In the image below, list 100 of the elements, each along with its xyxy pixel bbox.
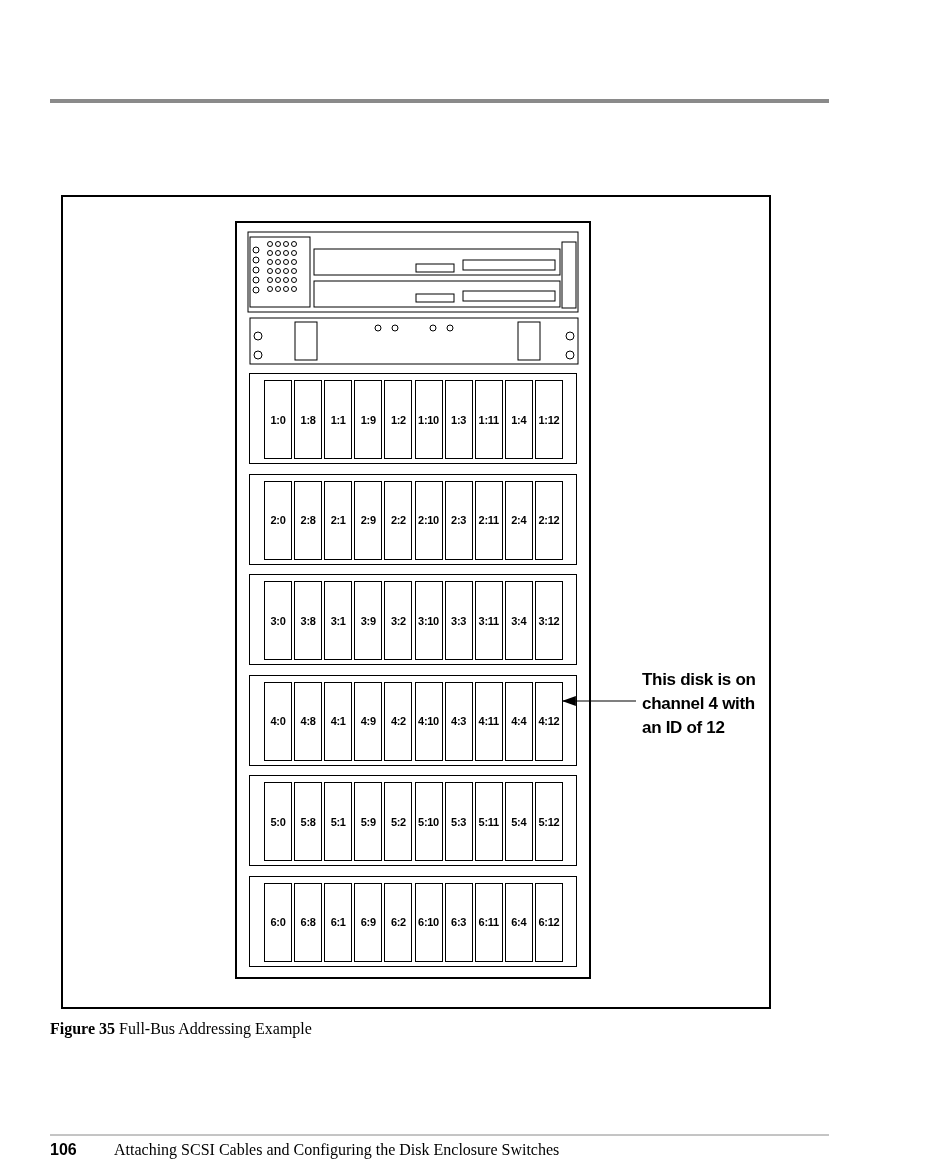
slot-id: 5:10: [418, 815, 439, 828]
disk-slot: [354, 581, 383, 660]
disk-slot: [414, 480, 443, 560]
disk-slot: [414, 681, 443, 761]
slot-id: 6:4: [511, 916, 527, 928]
slot-id: 5:0: [270, 815, 286, 828]
slot-id: 5:4: [511, 815, 527, 828]
disk-slot: [444, 480, 473, 560]
disk-slot: [504, 480, 533, 560]
disk-slot: [474, 581, 503, 660]
disk-slot: [534, 782, 563, 861]
disk-slot: [264, 681, 292, 761]
disk-slot: [444, 681, 473, 761]
disk-slot: [444, 882, 473, 962]
disk-slot: [414, 782, 443, 861]
disk-slot: [264, 581, 292, 660]
disk-slot: [384, 380, 413, 459]
disk-slot: [384, 480, 413, 560]
disk-slot: [354, 882, 383, 962]
figure-caption: Figure 35 Full-Bus Addressing Example: [50, 1020, 312, 1038]
slot-id: 5:12: [538, 815, 560, 828]
slot-id: 6:3: [451, 916, 467, 928]
slot-id: 2:12: [538, 514, 560, 526]
disk-slot: [474, 782, 503, 861]
disk-slot: [294, 782, 323, 861]
slot-id: 3:11: [478, 614, 499, 627]
slot-id: 4:12: [538, 715, 560, 727]
slot-id: 6:12: [538, 916, 560, 928]
slot-id: 1:1: [330, 413, 346, 426]
slot-id: 5:2: [390, 815, 406, 828]
disk-slot: [384, 882, 413, 962]
disk-slot: [294, 480, 323, 560]
disk-slot: [414, 380, 443, 459]
page-number: 106: [50, 1141, 77, 1159]
slot-id: 2:2: [390, 514, 406, 526]
disk-slot: [444, 380, 473, 459]
disk-slot: [504, 782, 533, 861]
disk-slot: [324, 380, 353, 459]
disk-slot: [474, 681, 503, 761]
disk-slot: [324, 581, 353, 660]
slot-id: 2:8: [300, 514, 316, 526]
slot-id: 4:1: [330, 715, 346, 727]
disk-slot: [504, 581, 533, 660]
slot-id: 5:11: [478, 815, 499, 828]
slot-id: 3:3: [451, 614, 467, 627]
disk-slot: [384, 681, 413, 761]
disk-slot: [534, 581, 563, 660]
disk-slot: [474, 882, 503, 962]
disk-slot: [294, 882, 323, 962]
slot-id: 4:4: [511, 715, 527, 727]
disk-slot: [504, 681, 533, 761]
slot-id: 4:9: [360, 715, 376, 727]
slot-id: 2:4: [511, 514, 527, 526]
disk-slot: [294, 581, 323, 660]
slot-id: 2:10: [418, 514, 439, 526]
slot-id: 3:0: [270, 614, 286, 627]
disk-slot: [324, 480, 353, 560]
slot-id: 2:9: [360, 514, 376, 526]
slot-id: 4:2: [390, 715, 406, 727]
slot-id: 3:2: [390, 614, 406, 627]
disk-slot: [264, 480, 292, 560]
slot-id: 3:10: [418, 614, 439, 627]
slot-id: 1:3: [451, 413, 467, 426]
slot-id: 1:12: [538, 413, 560, 426]
slot-id: 2:1: [330, 514, 346, 526]
disk-slot: [264, 380, 292, 459]
disk-slot: [354, 480, 383, 560]
slot-id: 5:3: [451, 815, 467, 828]
slot-id: 3:1: [330, 614, 346, 627]
slot-id: 1:10: [418, 413, 439, 426]
disk-slot: [324, 882, 353, 962]
slot-id: 6:0: [270, 916, 286, 928]
disk-slot: [324, 782, 353, 861]
disk-slot: [474, 380, 503, 459]
slot-id: 3:9: [360, 614, 376, 627]
disk-slot: [384, 782, 413, 861]
disk-slot: [354, 380, 383, 459]
slot-id: 3:8: [300, 614, 316, 627]
disk-slot: [294, 380, 323, 459]
disk-slot: [264, 882, 292, 962]
disk-slot: [504, 882, 533, 962]
callout-text: This disk is on channel 4 with an ID of 12: [642, 669, 757, 739]
slot-id: 1:2: [390, 413, 406, 426]
disk-slot: [504, 380, 533, 459]
disk-slot: [444, 782, 473, 861]
footer-title: Attaching SCSI Cables and Configuring the Disk Enclosure Switches: [114, 1141, 560, 1159]
slot-id: 1:0: [270, 413, 286, 426]
slot-id: 2:3: [451, 514, 467, 526]
slot-id: 4:11: [478, 715, 499, 727]
slot-id: 6:8: [300, 916, 316, 928]
disk-slot: [354, 681, 383, 761]
disk-slot: [294, 681, 323, 761]
slot-id: 1:4: [511, 413, 527, 426]
disk-slot: [534, 681, 563, 761]
slot-id: 6:11: [478, 916, 499, 928]
disk-slot: [414, 882, 443, 962]
slot-id: 5:1: [330, 815, 346, 828]
slot-id: 4:8: [300, 715, 316, 727]
slot-id: 5:9: [360, 815, 376, 828]
slot-id: 3:12: [538, 614, 560, 627]
